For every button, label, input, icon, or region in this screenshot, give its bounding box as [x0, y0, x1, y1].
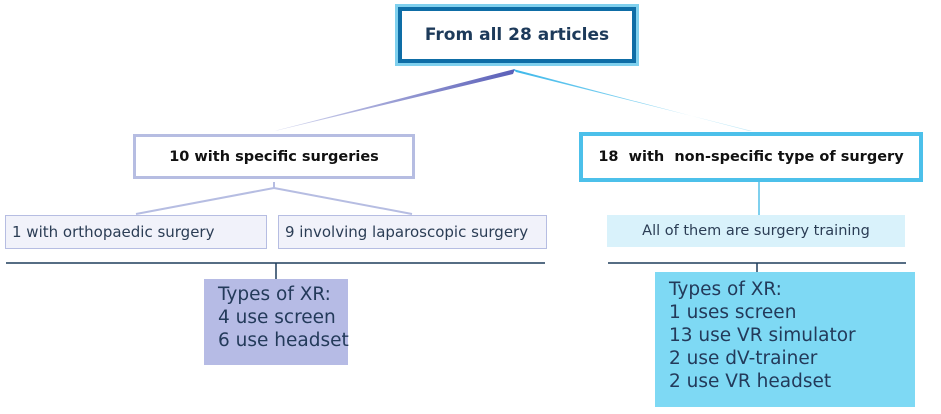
- left-xr-heading: Types of XR:: [218, 284, 331, 305]
- right-xr-heading: Types of XR:: [669, 279, 782, 300]
- left-xr-line: 4 use screen: [218, 307, 336, 328]
- root-label: From all 28 articles: [424, 25, 610, 45]
- leaf-laparoscopic-label: 9 involving laparoscopic surgery: [285, 223, 529, 241]
- left-branch-label: 10 with specific surgeries: [169, 148, 379, 165]
- leaf-surgery-training-label: All of them are surgery training: [642, 223, 870, 239]
- separator-left: [6, 262, 545, 279]
- root-node: From all 28 articles: [398, 7, 636, 63]
- right-branch-node: 18 with non-specific type of surgery: [579, 132, 923, 182]
- left-xr-types-box: Types of XR: 4 use screen 6 use headset: [204, 279, 349, 365]
- right-xr-line: 2 use dV-trainer: [669, 348, 818, 369]
- connector-root-right: [513, 69, 752, 131]
- separator-right: [608, 262, 906, 272]
- connector-root-left: [275, 69, 515, 131]
- right-xr-line: 2 use VR headset: [669, 371, 832, 392]
- leaf-orthopaedic-label: 1 with orthopaedic surgery: [12, 223, 215, 241]
- right-branch-label: 18 with non-specific type of surgery: [598, 149, 904, 165]
- left-xr-line: 6 use headset: [218, 330, 349, 351]
- right-xr-line: 13 use VR simulator: [669, 325, 856, 346]
- connector-left-children: [135, 182, 413, 215]
- leaf-orthopaedic: 1 with orthopaedic surgery: [5, 215, 267, 249]
- right-xr-types-box: Types of XR: 1 uses screen 13 use VR sim…: [655, 272, 915, 407]
- leaf-surgery-training: All of them are surgery training: [607, 215, 905, 247]
- right-xr-line: 1 uses screen: [669, 302, 797, 323]
- leaf-laparoscopic: 9 involving laparoscopic surgery: [278, 215, 547, 249]
- left-branch-node: 10 with specific surgeries: [133, 134, 415, 179]
